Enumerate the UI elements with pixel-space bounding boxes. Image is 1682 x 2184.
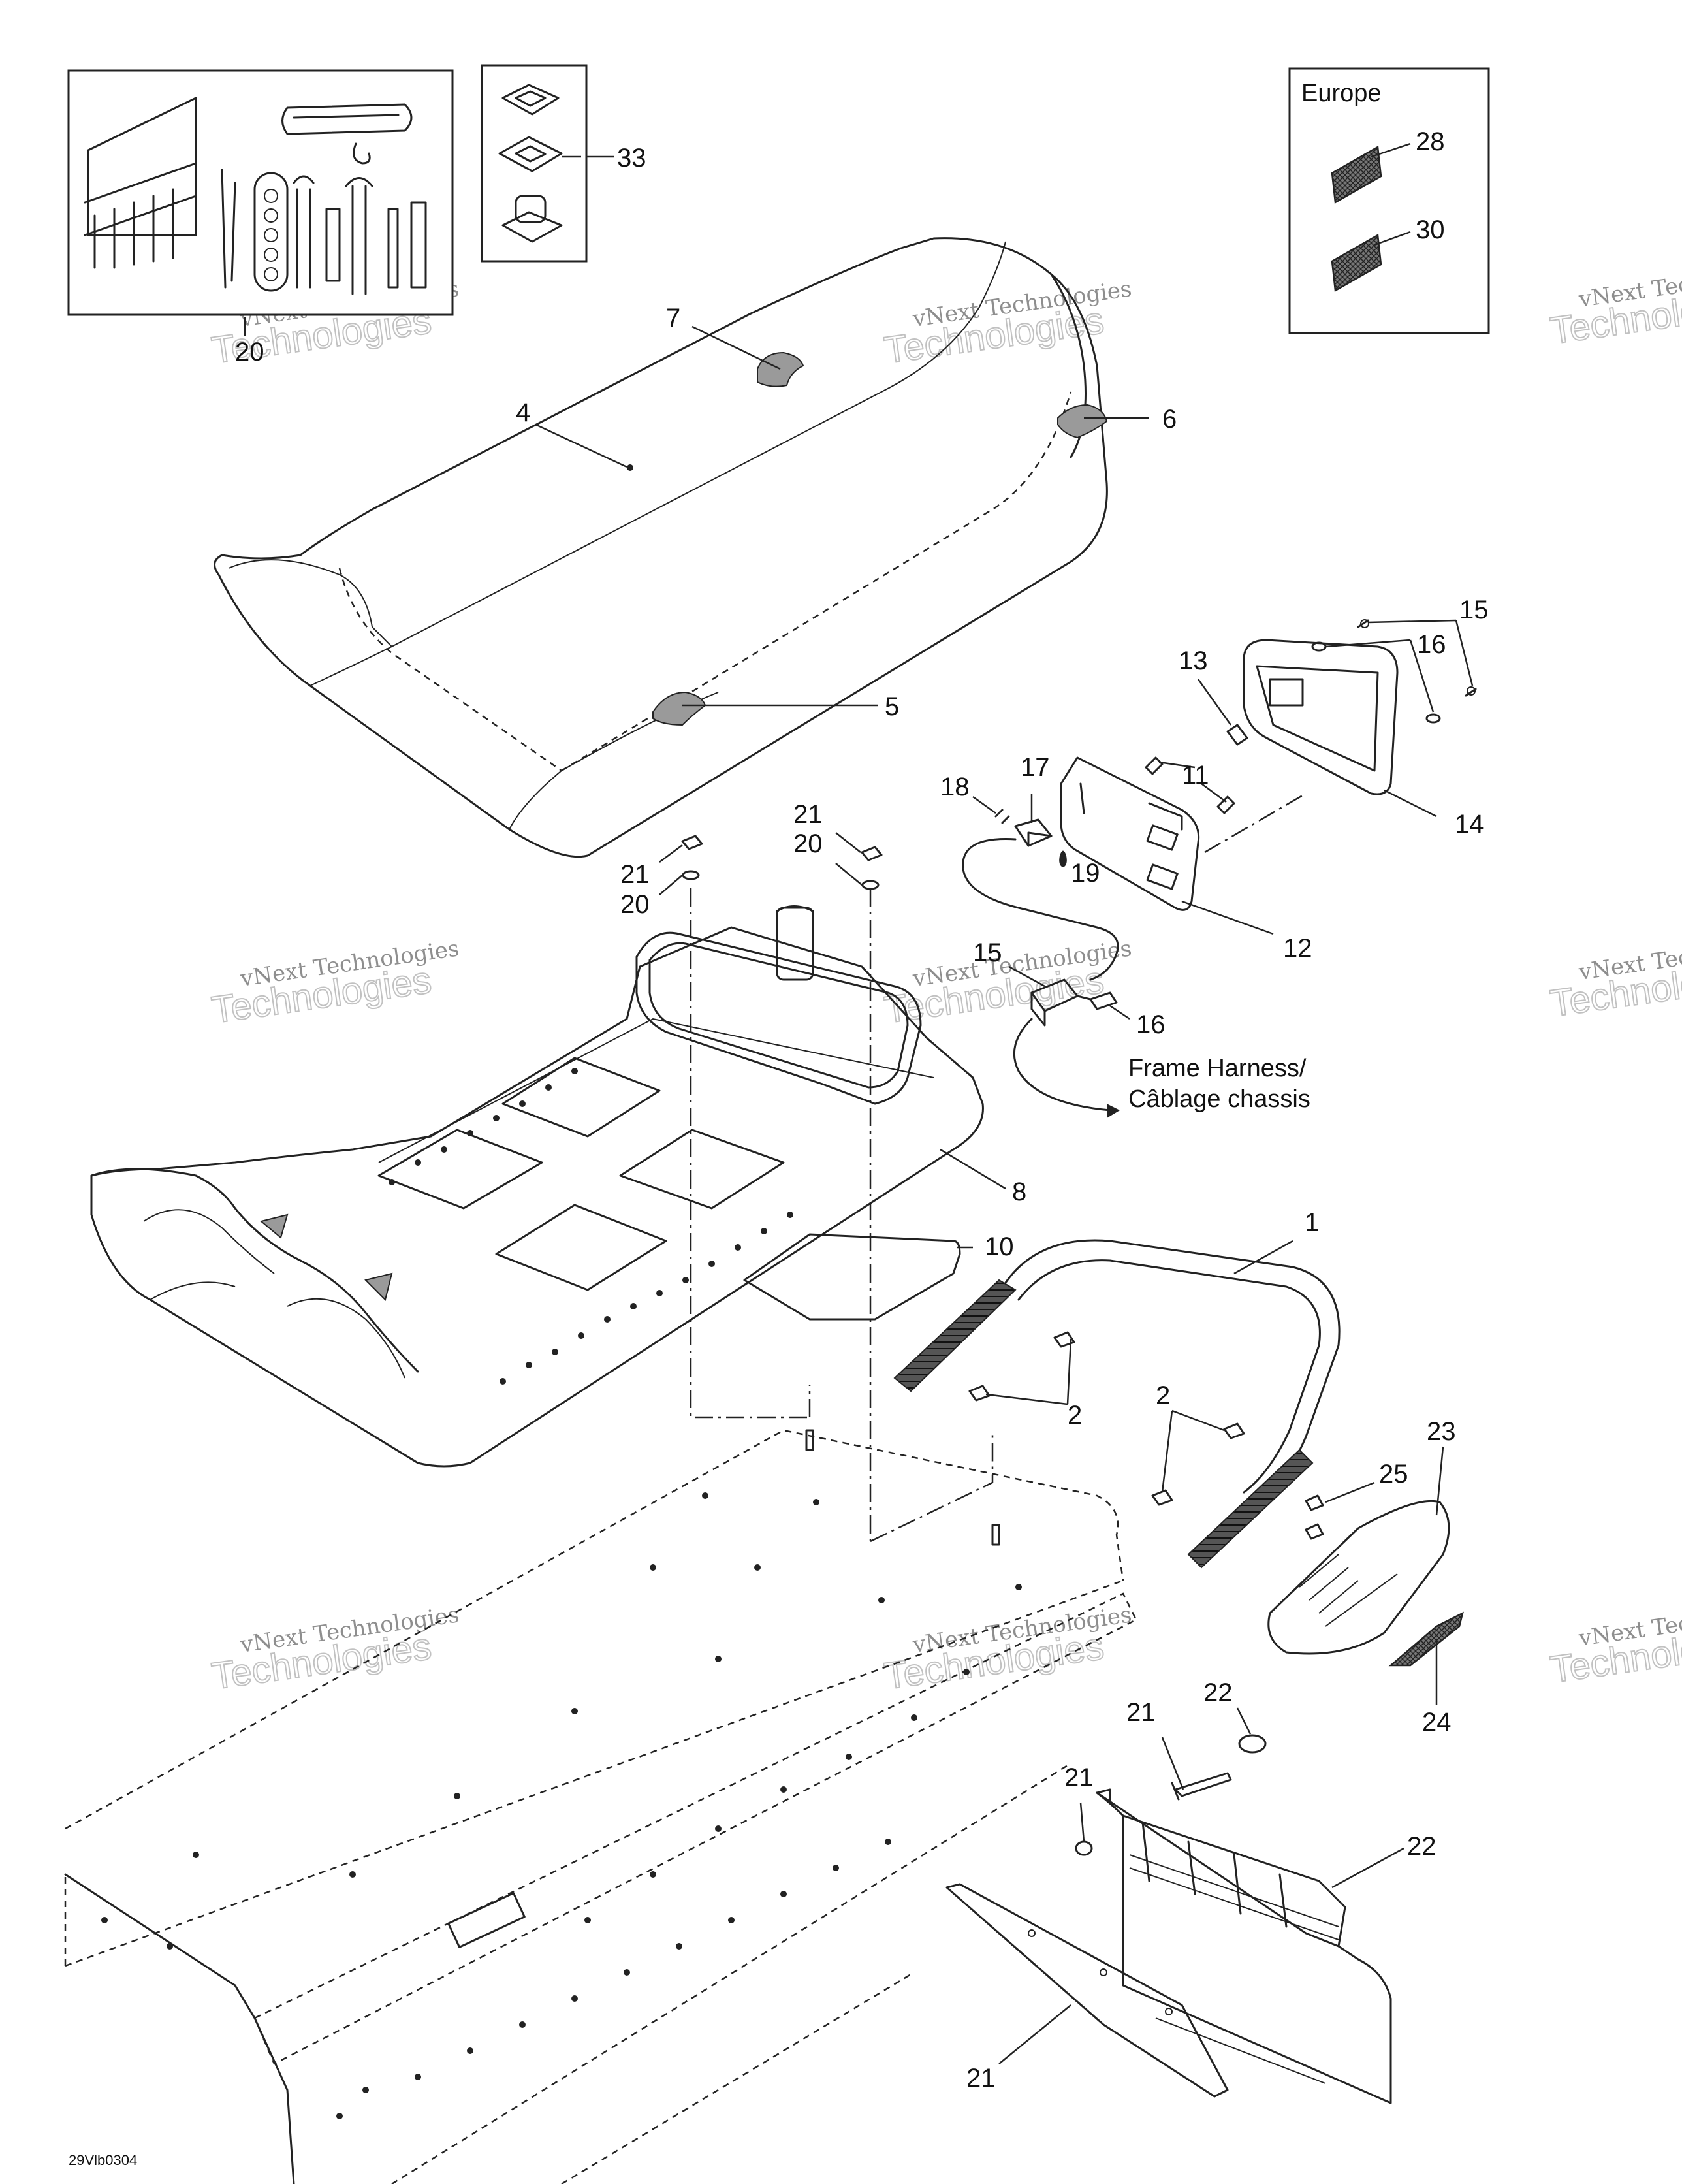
- europe-inset: Europe 28 30: [1288, 67, 1490, 334]
- callout-1: 1: [1305, 1208, 1319, 1237]
- taillight-assembly: 14 15 16 13 12 11 17: [940, 596, 1489, 1118]
- europe-label: Europe: [1301, 80, 1382, 107]
- callout-16: 16: [1136, 1010, 1166, 1039]
- callout-8: 10: [985, 1232, 1014, 1261]
- diagram-code: 29Vlb0304: [69, 2152, 137, 2168]
- callout-26: 22: [1203, 1678, 1233, 1707]
- callout-19: 19: [1071, 859, 1100, 888]
- chassis-tunnel: [64, 1429, 1137, 2184]
- callout-27: 23: [1427, 1417, 1456, 1446]
- callout-31: 20: [235, 338, 264, 366]
- callout-20: 20: [793, 829, 823, 858]
- rear-flap: 22 21 21 22 21: [945, 1678, 1436, 2104]
- callout-29: 25: [1379, 1460, 1408, 1488]
- callout-4: 4: [516, 398, 530, 427]
- bracket-plate: 10: [743, 1232, 1014, 1321]
- callout-15: 15: [973, 939, 1002, 967]
- callout-10: 12: [1283, 934, 1312, 963]
- callout-9: 11: [1182, 761, 1209, 790]
- frame-harness-note: Frame Harness/: [1128, 1055, 1307, 1082]
- callout-2: 2: [1068, 1401, 1082, 1430]
- seat-cushion: 7 6 5 4: [214, 237, 1177, 858]
- callout-24: 21: [1064, 1763, 1094, 1792]
- tool-kit-inset: 20: [67, 69, 454, 366]
- callout-20: 20: [620, 890, 650, 919]
- callout-21: 21: [793, 800, 823, 829]
- callout-25: 21: [1126, 1698, 1156, 1727]
- frame-harness-note: Câblage chassis: [1128, 1085, 1310, 1113]
- callout-17: 17: [1021, 753, 1050, 782]
- callout-3: 8: [1012, 1178, 1026, 1206]
- callout-11: 13: [1179, 647, 1208, 675]
- callout-23: 21: [966, 2064, 996, 2093]
- callout-14: 16: [1417, 630, 1446, 659]
- callout-21: 21: [620, 860, 650, 889]
- callout-12: 14: [1455, 810, 1484, 839]
- callout-33: 33: [617, 144, 646, 172]
- fasteners-20-21: 21 20 21 20: [620, 800, 994, 1543]
- callout-6: 6: [1162, 405, 1177, 434]
- callout-7: 7: [666, 304, 680, 332]
- plug-inset: 33: [481, 64, 646, 263]
- callout-32: 30: [1416, 216, 1445, 244]
- callout-22: 22: [1407, 1832, 1436, 1861]
- seat-base: 8: [90, 905, 1026, 1468]
- callout-30: 28: [1416, 127, 1445, 156]
- callout-2: 2: [1156, 1381, 1170, 1410]
- callout-13: 15: [1459, 596, 1489, 624]
- callout-5: 5: [885, 692, 899, 721]
- side-trim: 23 24 25: [1267, 1417, 1464, 1737]
- watermarks: vNext Technologies Technologies vNext Te…: [208, 256, 1682, 1698]
- callout-28: 24: [1422, 1708, 1452, 1737]
- callout-18: 18: [940, 773, 970, 801]
- grab-handle: 1 2 2: [893, 1208, 1341, 1569]
